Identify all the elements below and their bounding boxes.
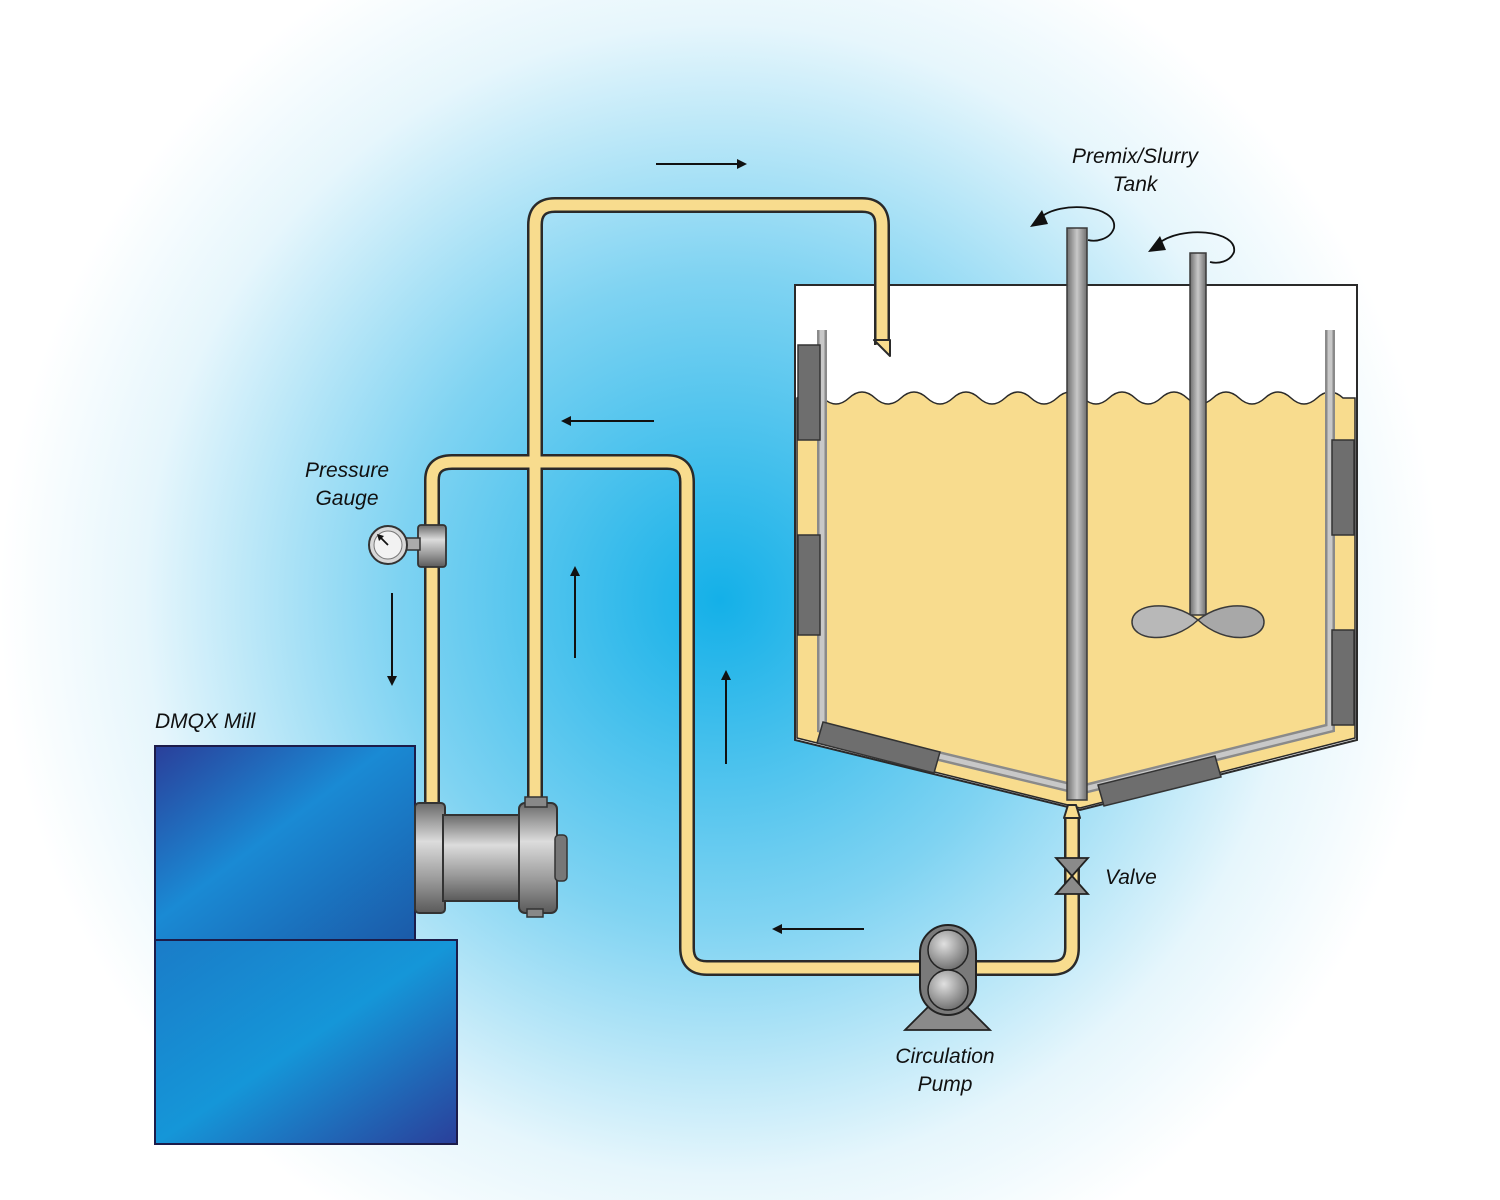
heater-pad: [797, 534, 821, 636]
heater-pad: [1331, 629, 1355, 726]
propeller-blade: [1196, 605, 1265, 639]
circulation-pump: [902, 924, 993, 1031]
rotation-arrow: [1039, 206, 1115, 242]
feed-pipe: [426, 456, 1078, 974]
gauge-fitting: [417, 524, 447, 568]
flow-arrows: [387, 159, 864, 934]
piping: [424, 197, 1081, 976]
gauge-label-line1: Pressure: [305, 459, 389, 482]
mill-chamber-flange: [414, 802, 446, 914]
heater-pad: [816, 721, 941, 774]
labels: Premix/Slurry Tank Pressure Gauge DMQX M…: [155, 145, 1200, 1096]
mill-label: DMQX Mill: [155, 710, 257, 733]
agitator-shaft-main: [1066, 227, 1088, 801]
valve-label: Valve: [1105, 866, 1157, 889]
pump-label-line2: Pump: [918, 1073, 973, 1096]
heater-pad: [1097, 755, 1222, 807]
mill-chamber: [442, 814, 522, 902]
pump-label-line1: Circulation: [895, 1045, 994, 1068]
propeller-blade: [1131, 605, 1200, 639]
agitator-shaft-mixer: [1189, 252, 1207, 616]
rotation-arrow: [1157, 231, 1235, 264]
mill-upper-housing: [154, 745, 416, 942]
heater-pad: [797, 344, 821, 441]
mill-lower-base: [154, 939, 458, 1145]
tank-label-line1: Premix/Slurry: [1072, 145, 1200, 168]
gauge-label-line2: Gauge: [315, 487, 378, 510]
tank-label-line2: Tank: [1113, 173, 1159, 196]
pressure-gauge: [368, 524, 447, 568]
heater-pad: [1331, 439, 1355, 536]
valve: [1053, 857, 1091, 895]
agitators: [1030, 206, 1265, 801]
return-pipe: [529, 199, 888, 810]
dmqx-mill: [154, 745, 568, 1145]
mill-chamber-endcap: [518, 802, 558, 914]
